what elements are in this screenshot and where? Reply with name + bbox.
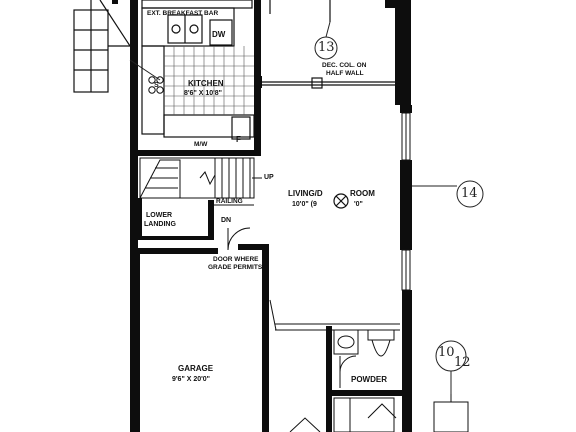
- upper-room-walls: [269, 0, 331, 22]
- stove-label: S: [154, 82, 159, 89]
- stair-up-label: UP: [264, 174, 274, 181]
- garage-partition: [269, 299, 400, 331]
- powder-fixtures: [333, 329, 395, 388]
- door-note-line-2: GRADE PERMITS: [208, 264, 263, 271]
- callout-13: 13: [318, 40, 335, 55]
- decorative-column-note-1: DEC. COL. ON: [322, 62, 367, 69]
- staircase: [139, 157, 262, 206]
- garage-name-label: GARAGE: [178, 364, 214, 373]
- stair-down-label: DN: [221, 217, 232, 224]
- kitchen-tile-grid: [164, 46, 258, 115]
- half-wall: [262, 77, 400, 89]
- kitchen-walls: [138, 0, 262, 156]
- lower-landing-label-2: LANDING: [144, 221, 176, 228]
- left-wall-notch: [112, 0, 118, 4]
- garage-door-swing: [227, 227, 251, 251]
- exterior-walls: [130, 0, 412, 432]
- decorative-column-note-2: HALF WALL: [326, 70, 364, 77]
- ceiling-light-icon: [333, 193, 349, 209]
- callout-leaders: [129, 21, 484, 394]
- kitchen-dimension-label: 8'6" X 10'8": [184, 90, 222, 97]
- right-wall-windows: [401, 112, 411, 291]
- callout-14: 14: [461, 186, 478, 201]
- fridge-label: F: [236, 135, 241, 144]
- door-note-line-1: DOOR WHERE: [213, 256, 259, 263]
- left-window-grid: [73, 0, 131, 93]
- garage-dimension-label: 9'6" X 20'0": [172, 376, 210, 383]
- powder-room-walls: [326, 326, 404, 432]
- living-room-name-b: ROOM: [350, 189, 375, 198]
- callout-12: 12: [454, 355, 471, 370]
- lower-landing-label-1: LOWER: [146, 212, 173, 219]
- kitchen-name-label: KITCHEN: [188, 79, 224, 88]
- living-room-dim-a: 10'0" (9: [292, 201, 317, 208]
- stair-walls: [138, 198, 214, 240]
- callout-10: 10: [438, 345, 455, 360]
- railing-label: RAILING: [216, 198, 243, 205]
- living-room-dim-b: '0": [354, 201, 363, 208]
- breakfast-bar-label: EXT. BREAKFAST BAR: [147, 10, 219, 17]
- lower-detail: [289, 394, 469, 432]
- garage-walls: [138, 244, 269, 432]
- stove-burners: [148, 76, 164, 94]
- dishwasher-label: DW: [212, 30, 226, 39]
- microwave-label: M/W: [194, 141, 208, 148]
- kitchen-cabinets: [141, 0, 255, 140]
- living-room-name-a: LIVING/D: [288, 189, 323, 198]
- powder-room-label: POWDER: [351, 375, 387, 384]
